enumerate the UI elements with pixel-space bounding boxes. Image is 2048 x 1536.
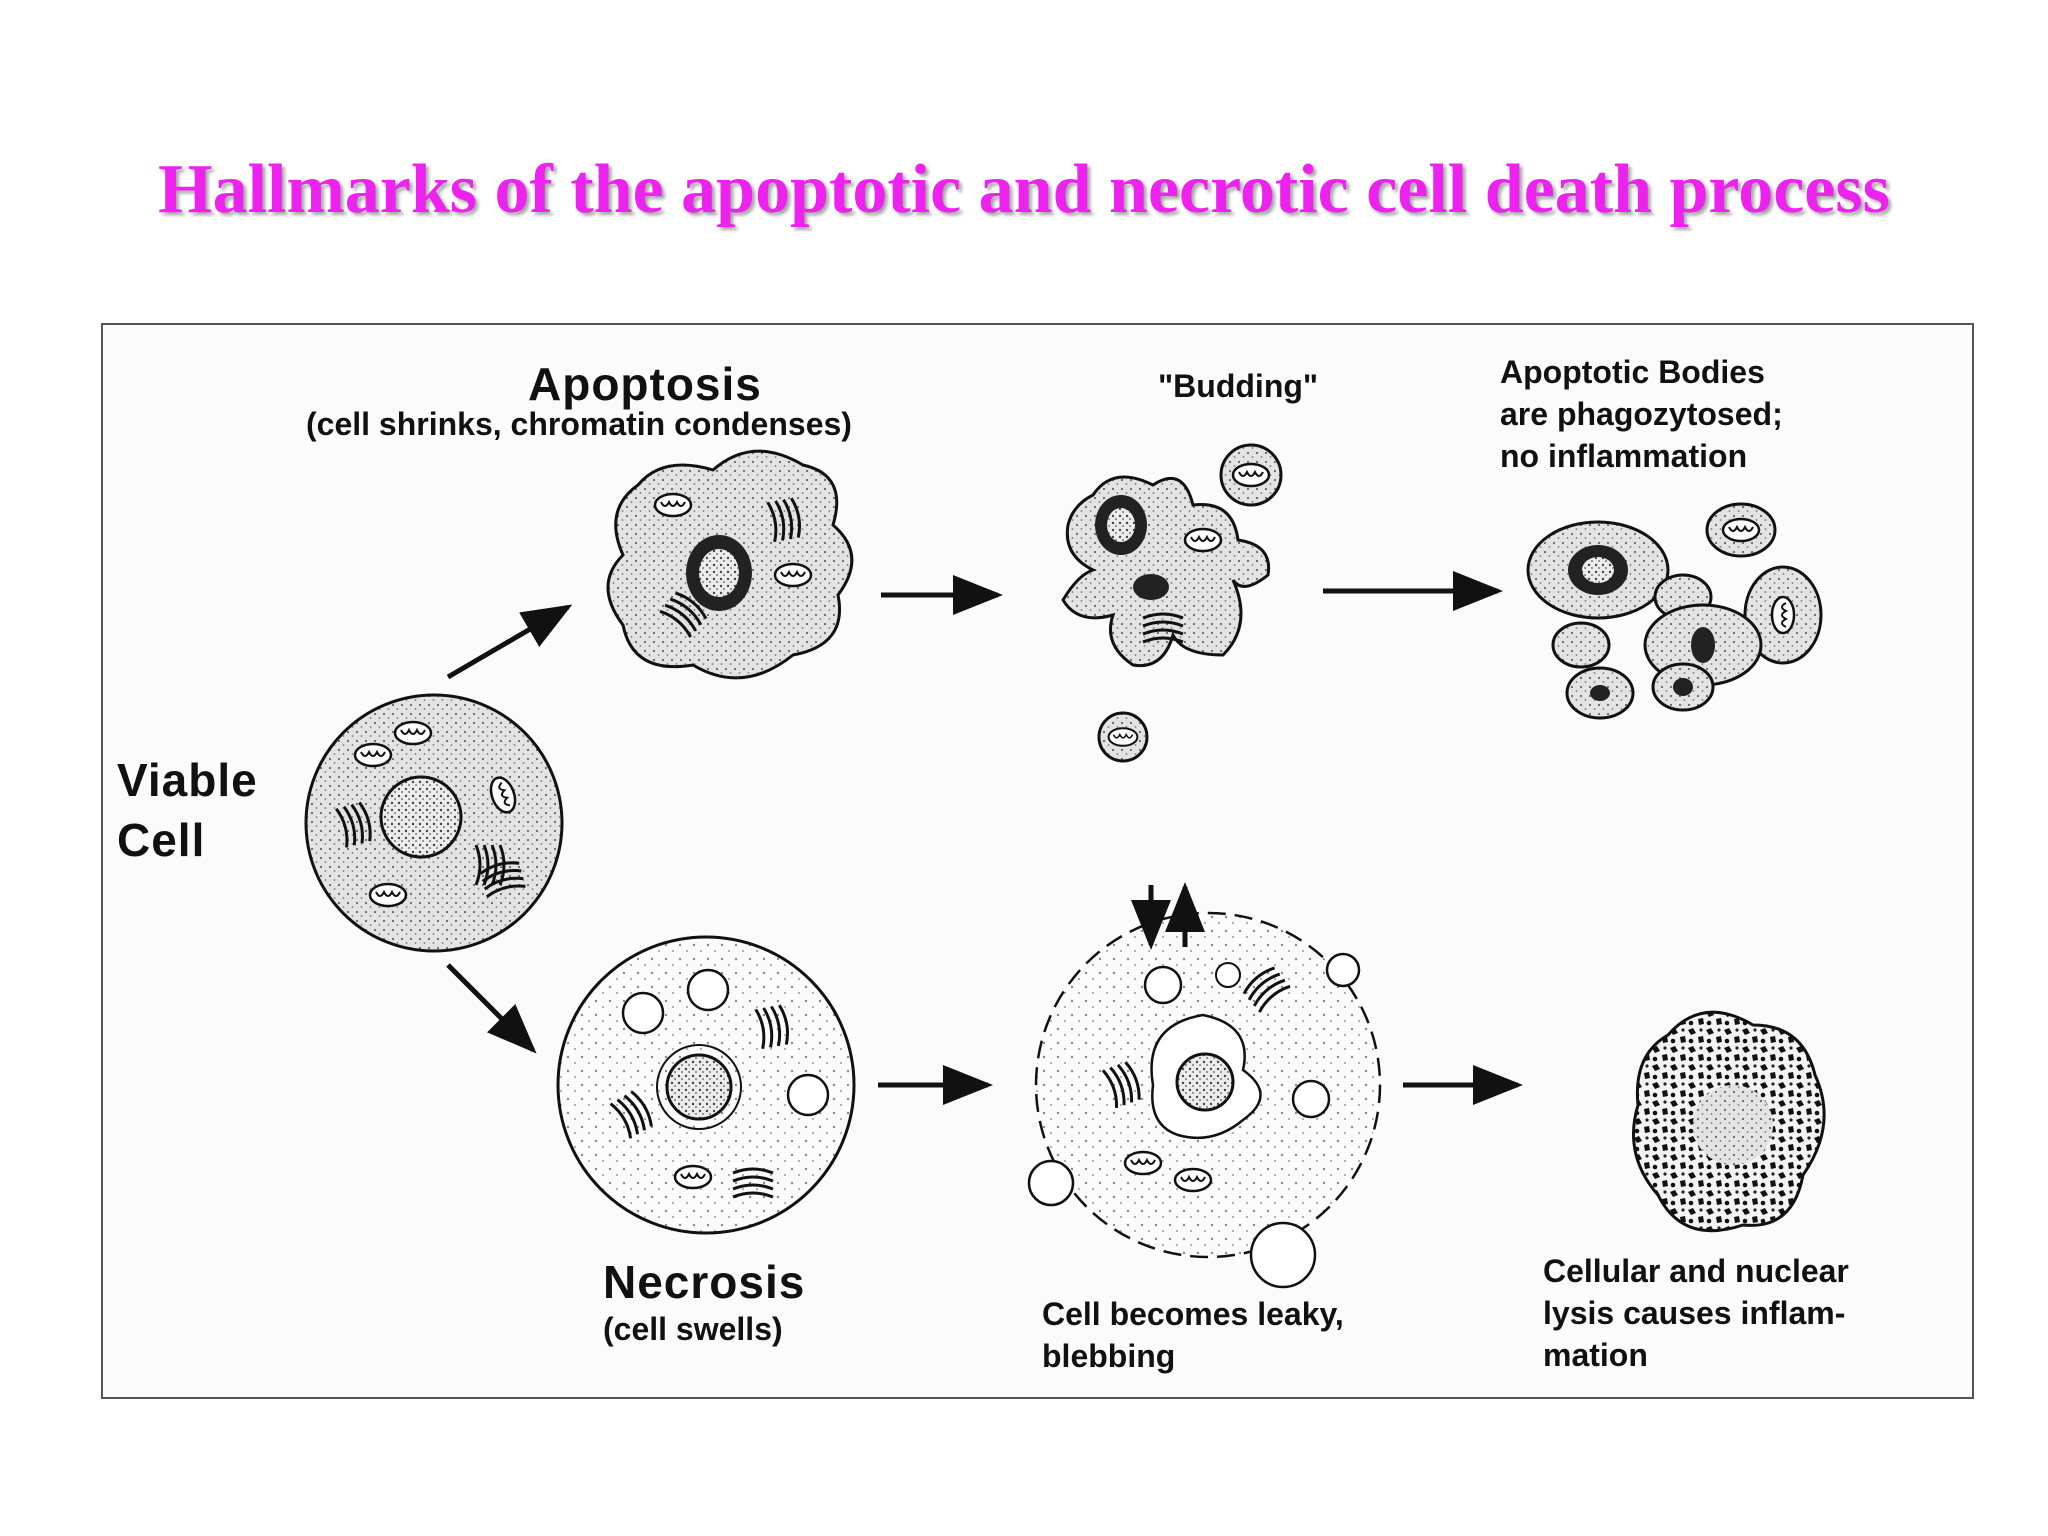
caption-line: are phagozytosed;: [1500, 396, 1783, 432]
leaky-caption: Cell becomes leaky, blebbing: [1042, 1293, 1344, 1377]
viable-cell-label: Viable Cell: [117, 750, 258, 870]
cell-death-diagram: [304, 443, 1826, 1289]
lysed-cell: [1632, 1010, 1826, 1233]
apoptotic-bodies-caption: Apoptotic Bodies are phagozytosed; no in…: [1500, 351, 1783, 477]
necrosis-label: Necrosis: [603, 1256, 806, 1308]
apoptosis-label: Apoptosis: [528, 358, 762, 410]
viable-label-line: Cell: [117, 814, 206, 866]
caption-line: Cell becomes leaky,: [1042, 1296, 1344, 1332]
caption-line: blebbing: [1042, 1338, 1176, 1374]
swollen-cell: [556, 935, 856, 1235]
budding-cell: [1061, 443, 1283, 763]
apoptosis-description: (cell shrinks, chromatin condenses): [306, 406, 852, 442]
caption-line: Apoptotic Bodies: [1500, 354, 1765, 390]
caption-line: no inflammation: [1500, 438, 1748, 474]
caption-line: lysis causes inflam-: [1543, 1295, 1846, 1331]
process-arrows: [446, 571, 1523, 1105]
apoptotic-bodies: [1526, 502, 1823, 720]
caption-line: Cellular and nuclear: [1543, 1253, 1849, 1289]
diagram-frame: Apoptosis (cell shrinks, chromatin conde…: [101, 323, 1974, 1399]
lysis-caption: Cellular and nuclear lysis causes inflam…: [1543, 1250, 1849, 1376]
shrunken-cell: [606, 449, 854, 680]
leaky-cell: [1027, 882, 1382, 1289]
viable-label-line: Viable: [117, 754, 258, 806]
budding-label: "Budding": [1158, 368, 1319, 404]
caption-line: mation: [1543, 1337, 1648, 1373]
slide-title: Hallmarks of the apoptotic and necrotic …: [158, 151, 1890, 228]
viable-cell: [304, 693, 564, 953]
necrosis-description: (cell swells): [603, 1311, 783, 1347]
